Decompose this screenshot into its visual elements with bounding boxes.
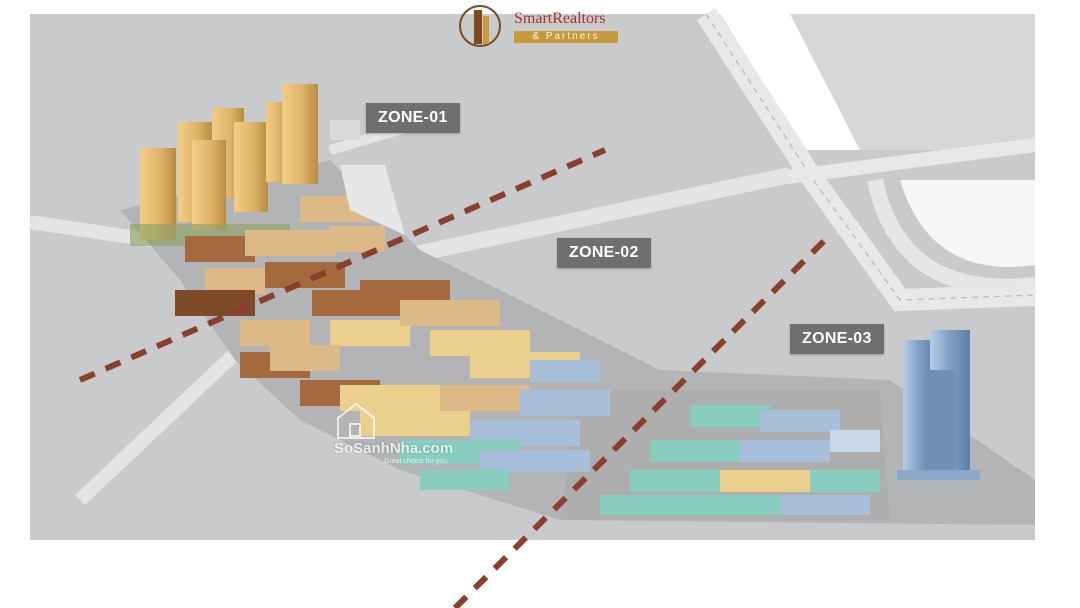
zone02-townhouses — [240, 280, 610, 490]
watermark: SoSanhNha.com Great choice for you — [330, 400, 480, 470]
logo-name: SmartRealtors — [514, 10, 606, 27]
landmark-structures — [330, 120, 405, 235]
right-green-area — [900, 180, 1035, 267]
zone-label-01[interactable]: ZONE-01 — [366, 103, 460, 133]
watermark-name: SoSanhNha.com — [334, 440, 454, 457]
zone01-townhouses — [175, 196, 385, 316]
zone-label-02[interactable]: ZONE-02 — [557, 238, 651, 268]
zone03-townhouses — [600, 405, 880, 515]
smartrealtors-logo: SmartRealtors & Partners — [458, 4, 628, 48]
highway-diagonal — [696, 8, 1036, 312]
zone-label-03[interactable]: ZONE-03 — [790, 324, 884, 354]
zone-boundary-02 — [452, 237, 828, 608]
logo-subtitle: & Partners — [514, 31, 618, 43]
road-southwest — [75, 324, 265, 506]
zone03-tower — [897, 330, 980, 480]
watermark-tagline: Great choice for you — [384, 458, 448, 465]
zone-boundary-01 — [78, 147, 607, 383]
highway-east — [779, 138, 1036, 185]
building-logo-icon — [459, 5, 501, 47]
house-watermark-icon — [337, 402, 375, 439]
zone01-towers — [130, 84, 318, 246]
offsite-area — [790, 14, 1035, 150]
